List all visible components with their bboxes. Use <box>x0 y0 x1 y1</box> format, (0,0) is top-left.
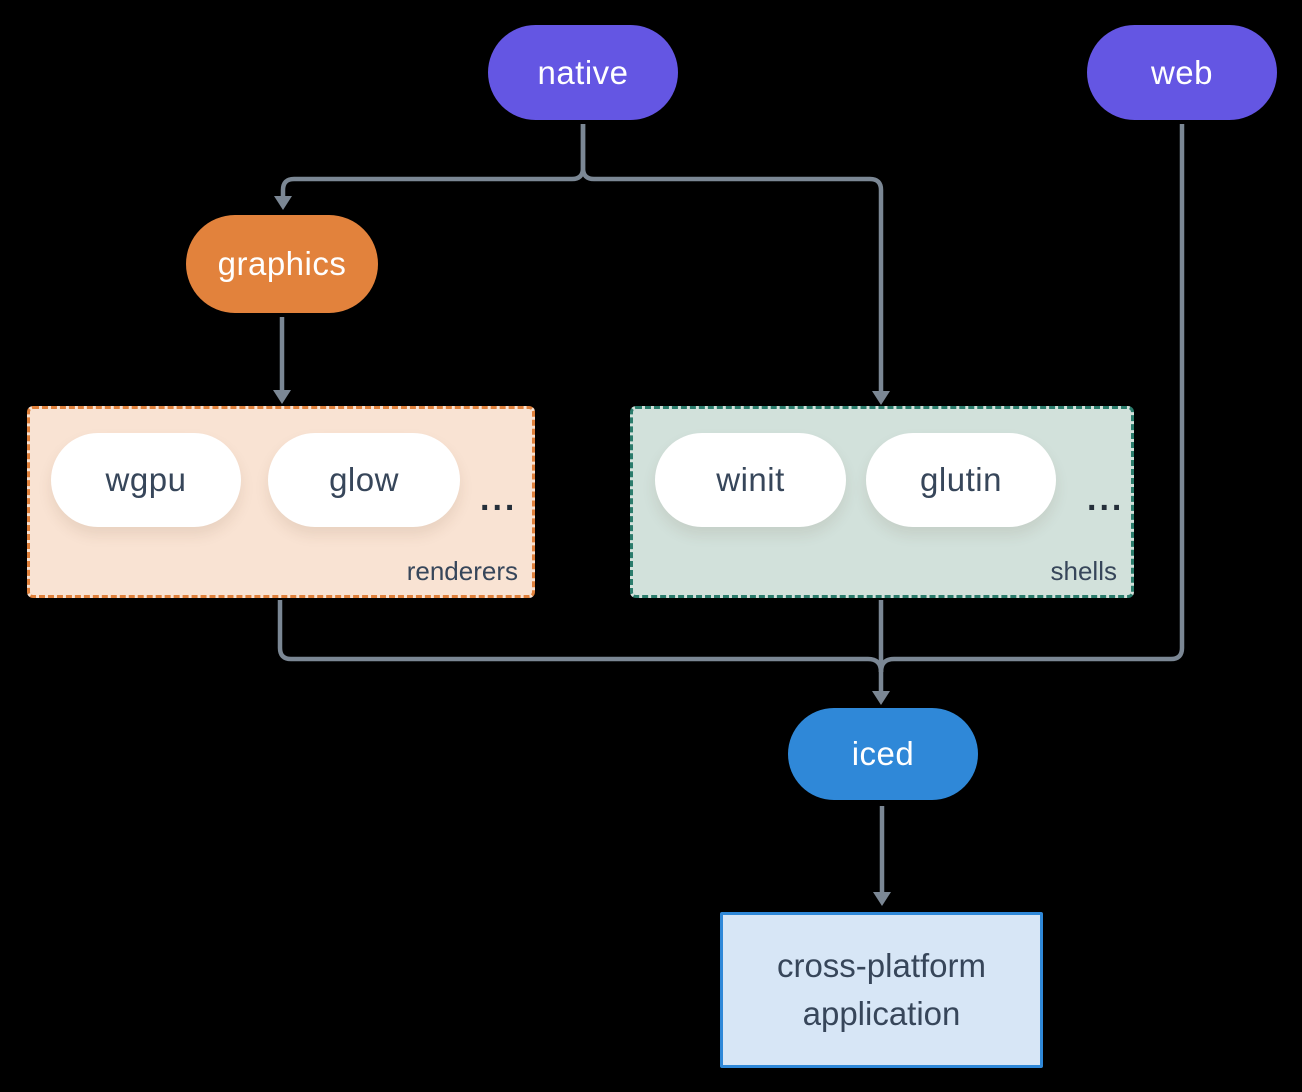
application-label-line2: application <box>802 995 961 1032</box>
arrowhead-renderers <box>273 390 291 404</box>
node-graphics-label: graphics <box>217 245 347 282</box>
node-web: web <box>1087 25 1277 120</box>
arrowhead-shells <box>872 391 890 405</box>
node-winit: winit <box>655 433 846 527</box>
node-web-label: web <box>1150 53 1214 91</box>
group-renderers: wgpu glow ... renderers <box>27 406 535 598</box>
node-iced-label: iced <box>851 735 915 772</box>
edge-native-shells <box>580 124 884 391</box>
renderers-group-label: renderers <box>406 556 518 586</box>
group-shells: winit glutin ... shells <box>630 406 1134 598</box>
node-glow-label: glow <box>329 461 399 498</box>
node-glutin: glutin <box>866 433 1056 527</box>
edge-native-graphics <box>280 124 586 196</box>
arrowhead-application <box>873 892 891 906</box>
node-wgpu-label: wgpu <box>105 461 187 498</box>
node-graphics: graphics <box>186 215 378 313</box>
shells-group-label: shells <box>1050 556 1117 586</box>
arrowhead-graphics <box>274 196 292 210</box>
shells-ellipsis: ... <box>1087 480 1125 518</box>
application-label-line1: cross-platform <box>776 947 987 984</box>
node-native: native <box>488 25 678 120</box>
node-iced: iced <box>788 708 978 800</box>
node-glow: glow <box>268 433 460 527</box>
node-cross-platform-application: cross-platform application <box>720 912 1043 1068</box>
node-glutin-label: glutin <box>920 461 1002 498</box>
node-wgpu: wgpu <box>51 433 241 527</box>
arrowhead-iced <box>872 691 890 705</box>
node-native-label: native <box>537 53 629 91</box>
node-winit-label: winit <box>716 461 785 498</box>
renderers-ellipsis: ... <box>480 480 518 518</box>
edge-renderers-iced <box>277 600 884 673</box>
